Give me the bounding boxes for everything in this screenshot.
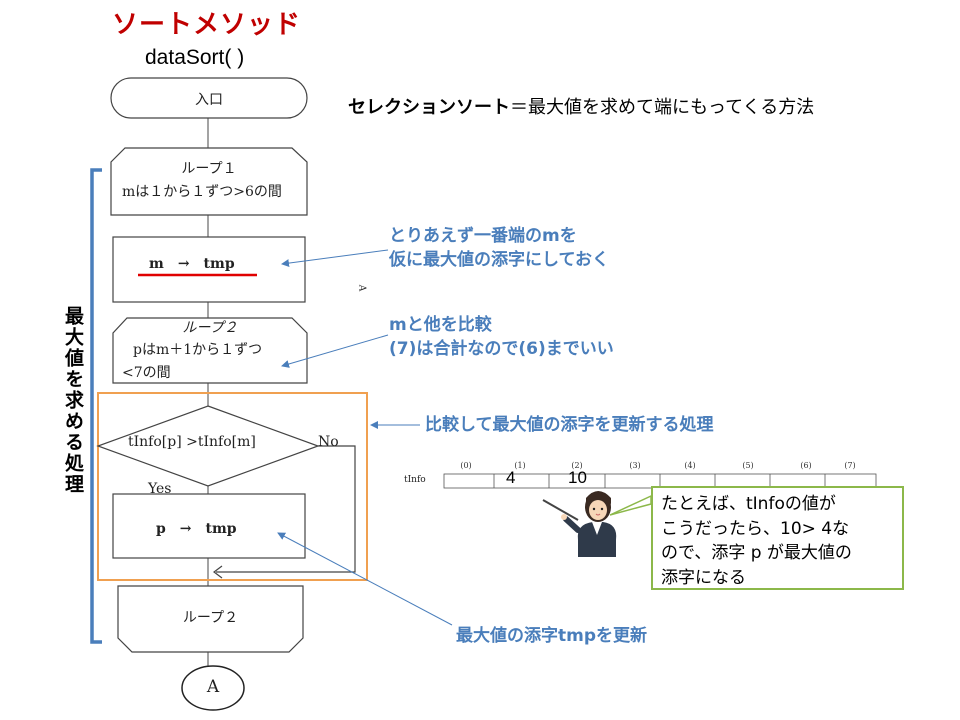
- callout-line3: ので、添字 p が最大値の: [661, 543, 852, 563]
- note1-arrow: [281, 249, 389, 268]
- callout-line1: たとえば、tInfoの値が: [661, 494, 836, 514]
- example-callout: たとえば、tInfoの値が こうだったら、10> 4な ので、添字 p が最大値…: [651, 486, 904, 590]
- array-index: (3): [629, 461, 641, 470]
- bracket-label: 最大値を求める処理: [62, 306, 84, 495]
- assign2-box: [112, 493, 306, 559]
- presenter-woman-icon: [542, 491, 617, 557]
- entry-terminal: [110, 77, 308, 119]
- callout-line4: 添字になる: [661, 567, 746, 588]
- assign2-label: p → tmp: [156, 521, 237, 537]
- no-label: No: [318, 434, 339, 450]
- decision-diamond: [96, 405, 320, 487]
- array-index: (6): [800, 461, 812, 470]
- method-name: dataSort( ): [145, 46, 245, 69]
- loop2-end-shape: [117, 585, 304, 653]
- definition-rest: ＝最大値を求めて端にもってくる方法: [510, 97, 815, 118]
- loop2-condition-1: pはm＋1から１ずつ: [133, 342, 263, 358]
- definition-term: セレクションソート: [348, 97, 510, 118]
- highlight-frame: [97, 392, 368, 581]
- array-value: 10: [568, 468, 587, 487]
- loop1-shape: [110, 147, 308, 216]
- array-index: (4): [684, 461, 696, 470]
- array-index: (5): [742, 461, 754, 470]
- array-value: 4: [506, 468, 516, 487]
- yes-label: Yes: [148, 481, 172, 497]
- note2-line1: mと他を比較: [389, 315, 492, 335]
- loop1-condition: mは１から１ずつ>6の間: [122, 184, 282, 200]
- process-bracket: [90, 168, 102, 644]
- no-branch-arrowhead: [213, 565, 223, 579]
- page-title: ソートメソッド: [112, 10, 302, 40]
- assign1-box: [112, 236, 306, 303]
- definition-text: セレクションソート＝最大値を求めて端にもってくる方法: [348, 93, 814, 119]
- note1-line1: とりあえず一番端のmを: [389, 226, 577, 246]
- note2-arrow: [281, 334, 389, 368]
- note1: とりあえず一番端のmを 仮に最大値の添字にしておく: [389, 224, 609, 272]
- loop1-title: ループ１: [181, 161, 237, 177]
- callout-line2: こうだったら、10> 4な: [661, 518, 850, 539]
- note4: 最大値の添字tmpを更新: [456, 626, 648, 646]
- loop2-shape: [112, 317, 308, 384]
- note1-line2: 仮に最大値の添字にしておく: [389, 250, 609, 270]
- note4-arrow: [277, 532, 453, 626]
- note2-line2: (7)は合計なので(6)までいい: [389, 339, 614, 359]
- note3: 比較して最大値の添字を更新する処理: [425, 415, 714, 435]
- callout-pointer: [609, 494, 652, 516]
- array-index: (2): [571, 461, 583, 470]
- stray-mark: A: [356, 284, 367, 292]
- array-index: (7): [844, 461, 856, 470]
- array-index: (0): [460, 461, 472, 470]
- assign1-label: m → tmp: [149, 256, 235, 272]
- array-index: (1): [514, 461, 526, 470]
- loop2-end-label: ループ２: [182, 610, 239, 626]
- loop2-title: ループ２: [182, 320, 238, 336]
- loop2-condition-2: <7の間: [122, 365, 171, 381]
- no-branch-line: [216, 445, 356, 573]
- entry-label: 入口: [195, 92, 223, 108]
- note2: mと他を比較 (7)は合計なので(6)までいい: [389, 313, 614, 361]
- array-name: tInfo: [404, 475, 426, 485]
- connector-circle: [181, 665, 245, 711]
- decision-condition: tInfo[p] >tInfo[m]: [128, 434, 256, 450]
- connector-label: A: [206, 677, 220, 697]
